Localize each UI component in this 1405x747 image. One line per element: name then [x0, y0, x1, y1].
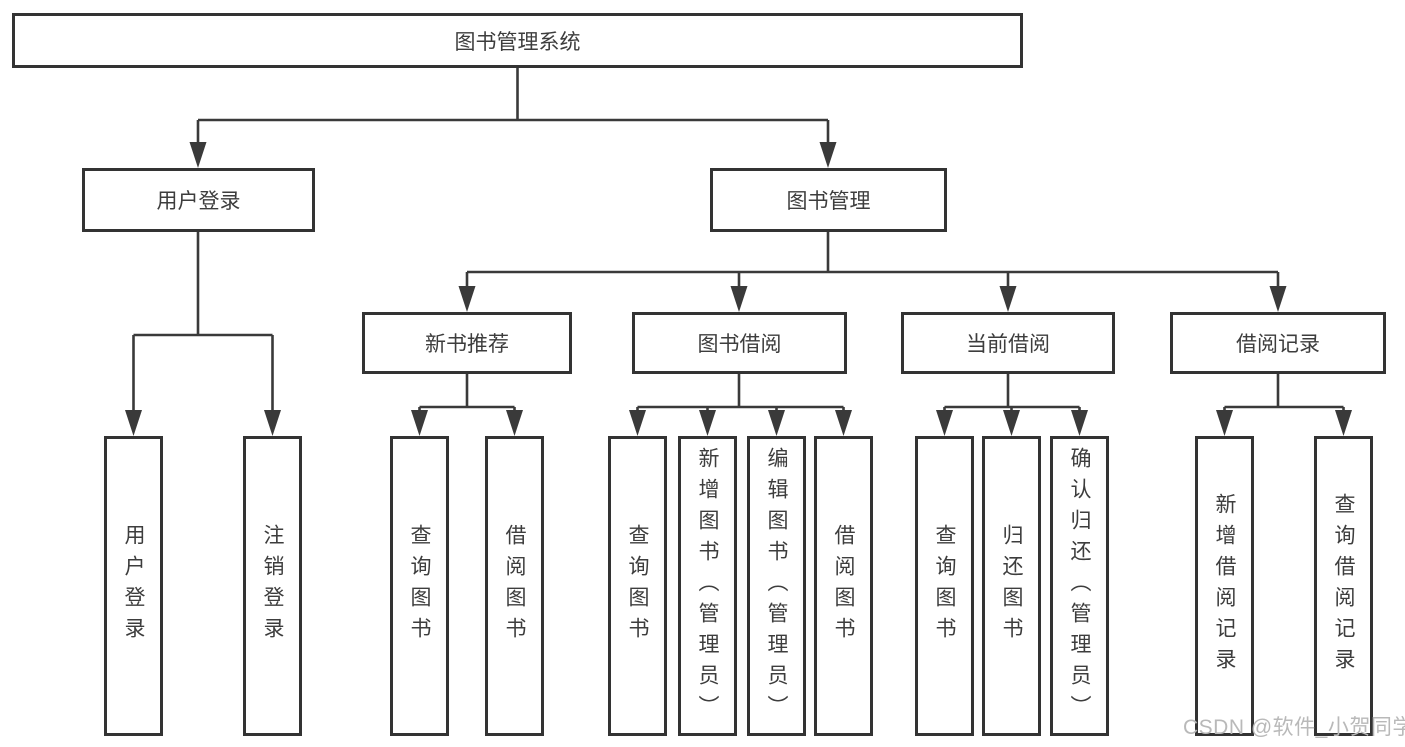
leaf-borrow-edit-book-admin-label: 编辑图书（管理员） [765, 446, 788, 726]
leaf-borrow-add-book-admin-label: 新增图书（管理员） [696, 446, 719, 726]
leaf-user-login: 用户登录 [104, 436, 163, 736]
edges-book-management [458, 232, 1287, 312]
arrowhead-down-icon [699, 410, 716, 436]
node-book-borrow: 图书借阅 [632, 312, 847, 374]
leaf-records-query-record: 查询借阅记录 [1314, 436, 1373, 736]
arrowhead-down-icon [189, 142, 207, 168]
leaf-recommend-query-book-label: 查询图书 [408, 524, 431, 648]
leaf-current-confirm-return-admin-label: 确认归还（管理员） [1068, 446, 1091, 726]
node-root-label: 图书管理系统 [454, 30, 581, 54]
node-current-borrow-label: 当前借阅 [966, 333, 1050, 356]
leaf-borrow-borrow-book: 借阅图书 [814, 436, 873, 736]
leaf-current-query-book-label: 查询图书 [933, 524, 956, 648]
leaf-current-confirm-return-admin: 确认归还（管理员） [1050, 436, 1109, 736]
leaf-current-query-book: 查询图书 [915, 436, 974, 736]
arrowhead-down-icon [264, 410, 281, 436]
leaf-borrow-borrow-book-label: 借阅图书 [832, 524, 855, 648]
arrowhead-down-icon [768, 410, 785, 436]
node-borrow-records: 借阅记录 [1170, 312, 1386, 374]
arrowhead-down-icon [1071, 410, 1088, 436]
leaf-user-login-label: 用户登录 [122, 524, 145, 648]
arrowhead-down-icon [411, 410, 428, 436]
node-book-borrow-label: 图书借阅 [697, 333, 782, 356]
leaf-borrow-query-book: 查询图书 [608, 436, 667, 736]
arrowhead-down-icon [819, 142, 837, 168]
arrowhead-down-icon [629, 410, 646, 436]
node-current-borrow: 当前借阅 [901, 312, 1115, 374]
arrowhead-down-icon [1269, 286, 1287, 312]
leaf-borrow-query-book-label: 查询图书 [626, 524, 649, 648]
leaf-records-add-record-label: 新增借阅记录 [1213, 493, 1236, 679]
leaf-recommend-query-book: 查询图书 [390, 436, 449, 736]
arrowhead-down-icon [1216, 410, 1233, 436]
leaf-records-add-record: 新增借阅记录 [1195, 436, 1254, 736]
leaf-recommend-borrow-book: 借阅图书 [485, 436, 544, 736]
arrowhead-down-icon [835, 410, 852, 436]
node-borrow-records-label: 借阅记录 [1236, 333, 1320, 356]
csdn-watermark: CSDN @软件_小贺同学 [1183, 716, 1405, 739]
edges-borrow-records [1216, 374, 1352, 436]
arrowhead-down-icon [1335, 410, 1352, 436]
node-user-login-label: 用户登录 [156, 190, 241, 213]
arrowhead-down-icon [125, 410, 142, 436]
arrowhead-down-icon [1003, 410, 1020, 436]
edges-current-borrow [936, 374, 1088, 436]
leaf-borrow-add-book-admin: 新增图书（管理员） [678, 436, 737, 736]
arrowhead-down-icon [506, 410, 523, 436]
arrowhead-down-icon [730, 286, 748, 312]
node-new-book-recommend: 新书推荐 [362, 312, 572, 374]
node-user-login: 用户登录 [82, 168, 315, 232]
edges-user-login [125, 232, 281, 436]
edges-new-book-recommend [411, 374, 523, 436]
leaf-current-return-book: 归还图书 [982, 436, 1041, 736]
leaf-records-query-record-label: 查询借阅记录 [1332, 493, 1355, 679]
node-book-management-label: 图书管理 [786, 190, 871, 213]
node-book-management: 图书管理 [710, 168, 947, 232]
leaf-logout-label: 注销登录 [261, 524, 284, 648]
arrowhead-down-icon [936, 410, 953, 436]
arrowhead-down-icon [999, 286, 1017, 312]
node-root: 图书管理系统 [12, 13, 1023, 68]
leaf-recommend-borrow-book-label: 借阅图书 [503, 524, 526, 648]
node-new-book-recommend-label: 新书推荐 [425, 333, 509, 356]
leaf-current-return-book-label: 归还图书 [1000, 524, 1023, 648]
leaf-borrow-edit-book-admin: 编辑图书（管理员） [747, 436, 806, 736]
leaf-logout: 注销登录 [243, 436, 302, 736]
edges-root [189, 68, 837, 168]
edges-book-borrow [629, 374, 852, 436]
arrowhead-down-icon [458, 286, 476, 312]
